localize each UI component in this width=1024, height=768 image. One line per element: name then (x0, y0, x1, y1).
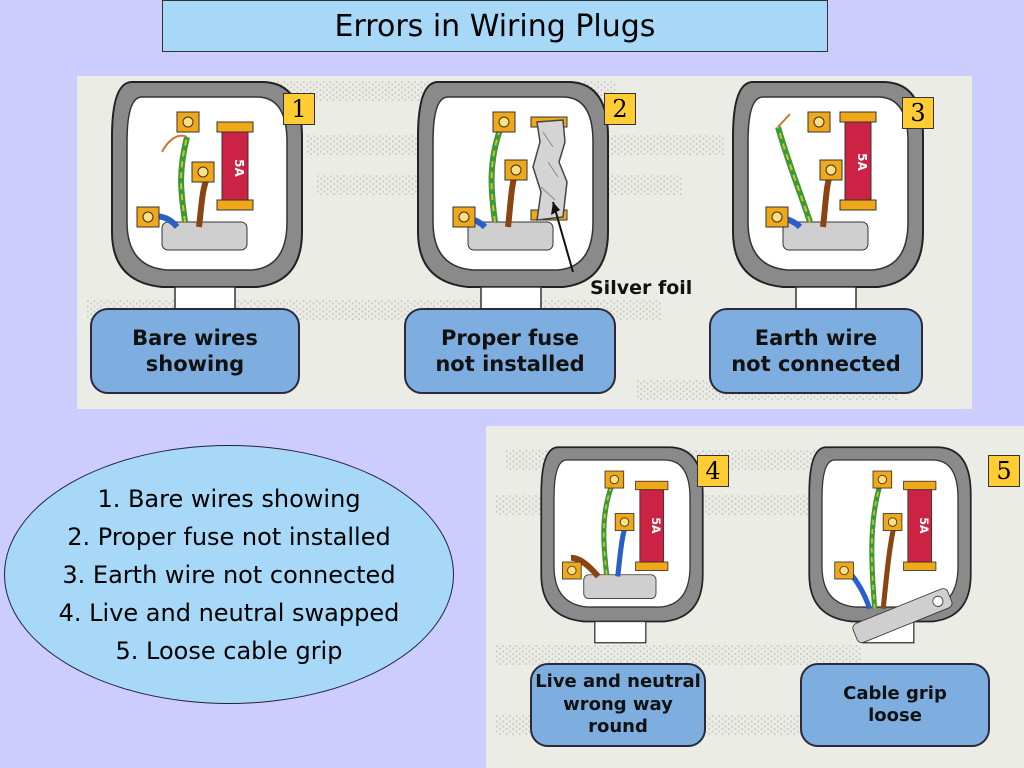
plug-5-illustration: 5A (808, 446, 972, 644)
plug-2-caption: Proper fuse not installed (404, 308, 616, 394)
plug-2-number-badge: 2 (604, 93, 636, 125)
plug-4-fuse-label: 5A (649, 517, 662, 534)
silver-foil-callout: Silver foil (590, 277, 693, 299)
plug-1-fuse-label: 5A (232, 159, 246, 177)
plug-2-illustration (417, 81, 609, 313)
plug-1-illustration: 5A (111, 81, 303, 313)
plug-4-caption: Live and neutral wrong way round (530, 663, 706, 747)
summary-item: 3. Earth wire not connected (62, 560, 396, 589)
plug-4-number-badge: 4 (697, 455, 729, 487)
summary-item: 2. Proper fuse not installed (67, 522, 391, 551)
summary-item: 5. Loose cable grip (115, 636, 343, 665)
plug-3-illustration: 5A (732, 81, 924, 313)
summary-item: 1. Bare wires showing (97, 484, 361, 513)
plug-1-number-badge: 1 (283, 93, 315, 125)
plug-5-fuse-label: 5A (917, 517, 930, 534)
page-title: Errors in Wiring Plugs (162, 0, 828, 52)
plug-3-fuse-label: 5A (855, 153, 869, 171)
summary-item: 4. Live and neutral swapped (58, 598, 400, 627)
background-texture: ░░░░░░░░░░░░░░░░░░░░░░░░░░░░ (496, 646, 863, 666)
plug-3-number-badge: 3 (902, 97, 934, 129)
summary-list: 1. Bare wires showing 2. Proper fuse not… (59, 480, 400, 670)
plug-4-illustration: 5A (540, 446, 704, 644)
plug-3-caption: Earth wire not connected (709, 308, 923, 394)
summary-oval: 1. Bare wires showing 2. Proper fuse not… (4, 445, 454, 704)
plug-5-caption: Cable grip loose (800, 663, 990, 747)
plug-1-caption: Bare wires showing (90, 308, 300, 394)
plug-5-number-badge: 5 (988, 455, 1020, 487)
